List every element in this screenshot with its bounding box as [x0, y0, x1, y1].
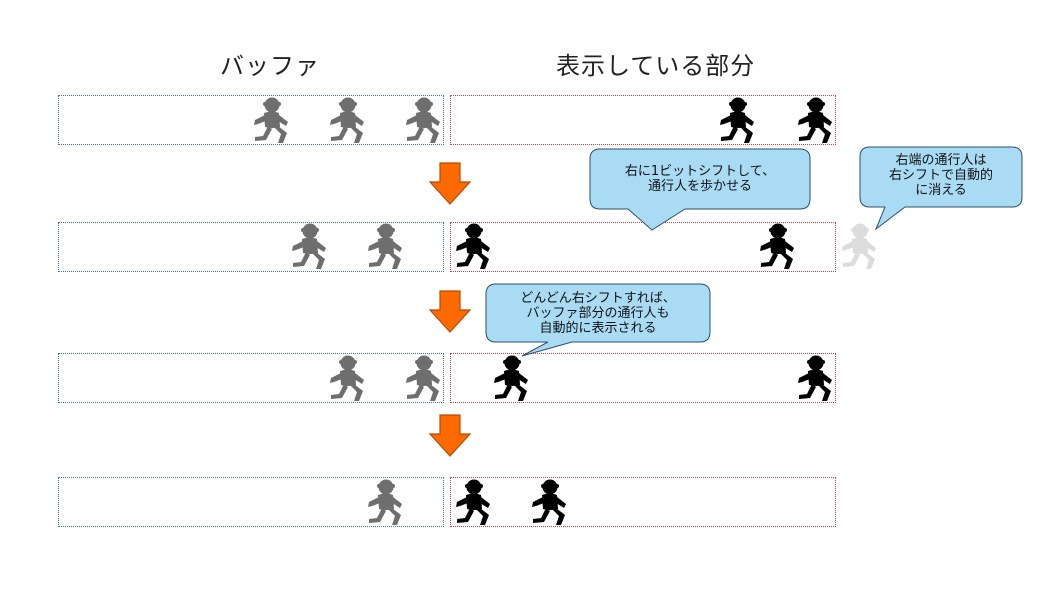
callout-bubble-1 — [589, 148, 811, 231]
visible-header: 表示している部分 — [556, 52, 756, 80]
callout-bubble-3 — [485, 283, 711, 357]
walking-person-icon — [326, 354, 366, 402]
callout-text-3: どんどん右シフトすれば、 バッファ部分の通行人も 自動的に表示される — [486, 291, 710, 336]
walking-person-icon — [402, 96, 442, 144]
down-arrow-icon — [428, 414, 472, 458]
walking-person-icon — [794, 96, 834, 144]
callout-text-2: 右端の通行人は 右シフトで自動的 に消える — [860, 153, 1022, 198]
buffer-box-row-1 — [58, 95, 444, 145]
down-arrow-icon — [428, 162, 472, 206]
walking-person-icon — [326, 96, 366, 144]
callout-2-line-3: に消える — [915, 183, 967, 198]
callout-3-line-1: どんどん右シフトすれば、 — [520, 291, 676, 306]
walking-person-icon — [452, 478, 492, 526]
walking-person-icon — [716, 96, 756, 144]
callout-1-line-1: 右に1ビットシフトして、 — [624, 164, 776, 179]
walking-person-icon — [402, 354, 442, 402]
walking-person-icon — [364, 478, 404, 526]
walking-person-icon — [756, 222, 796, 270]
callout-2-line-2: 右シフトで自動的 — [888, 168, 993, 183]
buffer-box-row-3 — [58, 353, 444, 403]
walking-person-icon — [288, 222, 328, 270]
callout-3-line-2: バッファ部分の通行人も — [526, 306, 670, 321]
visible-box-row-1 — [450, 95, 836, 145]
visible-box-row-3 — [450, 353, 836, 403]
walking-person-icon — [794, 354, 834, 402]
callout-2-line-1: 右端の通行人は — [895, 153, 987, 168]
callout-text-1: 右に1ビットシフトして、 通行人を歩かせる — [590, 164, 810, 194]
buffer-box-row-2 — [58, 222, 444, 272]
down-arrow-icon — [428, 290, 472, 334]
walking-person-icon — [490, 354, 530, 402]
visible-box-row-4 — [450, 477, 836, 527]
callout-1-line-2: 通行人を歩かせる — [647, 179, 752, 194]
callout-3-line-3: 自動的に表示される — [539, 321, 657, 336]
callout-bubble-2 — [859, 146, 1023, 231]
walking-person-icon — [250, 96, 290, 144]
walking-person-icon — [528, 478, 568, 526]
walking-person-icon — [364, 222, 404, 270]
buffer-box-row-4 — [58, 477, 444, 527]
buffer-header: バッファ — [220, 52, 320, 80]
walking-person-icon — [452, 222, 492, 270]
faded-walking-person-icon — [838, 222, 878, 270]
